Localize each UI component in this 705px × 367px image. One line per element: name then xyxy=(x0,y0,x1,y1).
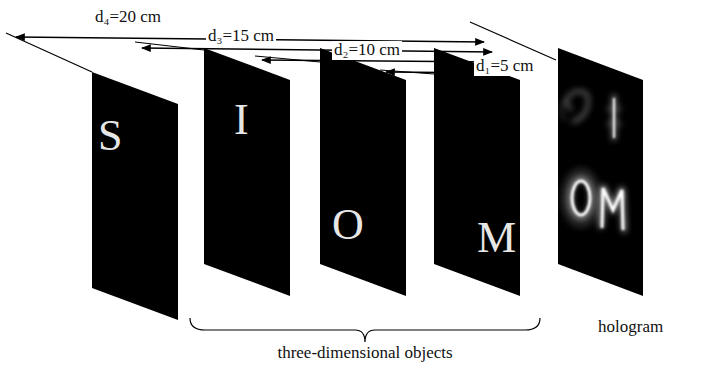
group-label: three-dimensional objects xyxy=(277,344,452,363)
group-bracket xyxy=(190,318,540,342)
plane-shape xyxy=(320,48,406,298)
object-letter: I xyxy=(234,98,249,142)
object-letter: M xyxy=(477,216,516,260)
object-plane: I xyxy=(204,48,290,298)
plane-shape xyxy=(92,72,178,322)
object-plane: M xyxy=(434,48,520,298)
hologram-plate xyxy=(558,48,643,296)
dimension-label: d₁=5 cm xyxy=(474,57,536,76)
dimension-label: d₃=15 cm xyxy=(206,27,276,46)
object-plane: S xyxy=(92,72,178,322)
object-plane: O xyxy=(320,48,406,298)
plane-shape xyxy=(204,48,290,298)
plane-shape xyxy=(434,48,520,298)
object-letter: S xyxy=(98,114,122,158)
plate-label: hologram xyxy=(598,318,663,337)
dimension-label: d₄=20 cm xyxy=(95,8,161,27)
dimension-label: d₂=10 cm xyxy=(332,41,402,60)
object-letter: O xyxy=(332,203,364,247)
